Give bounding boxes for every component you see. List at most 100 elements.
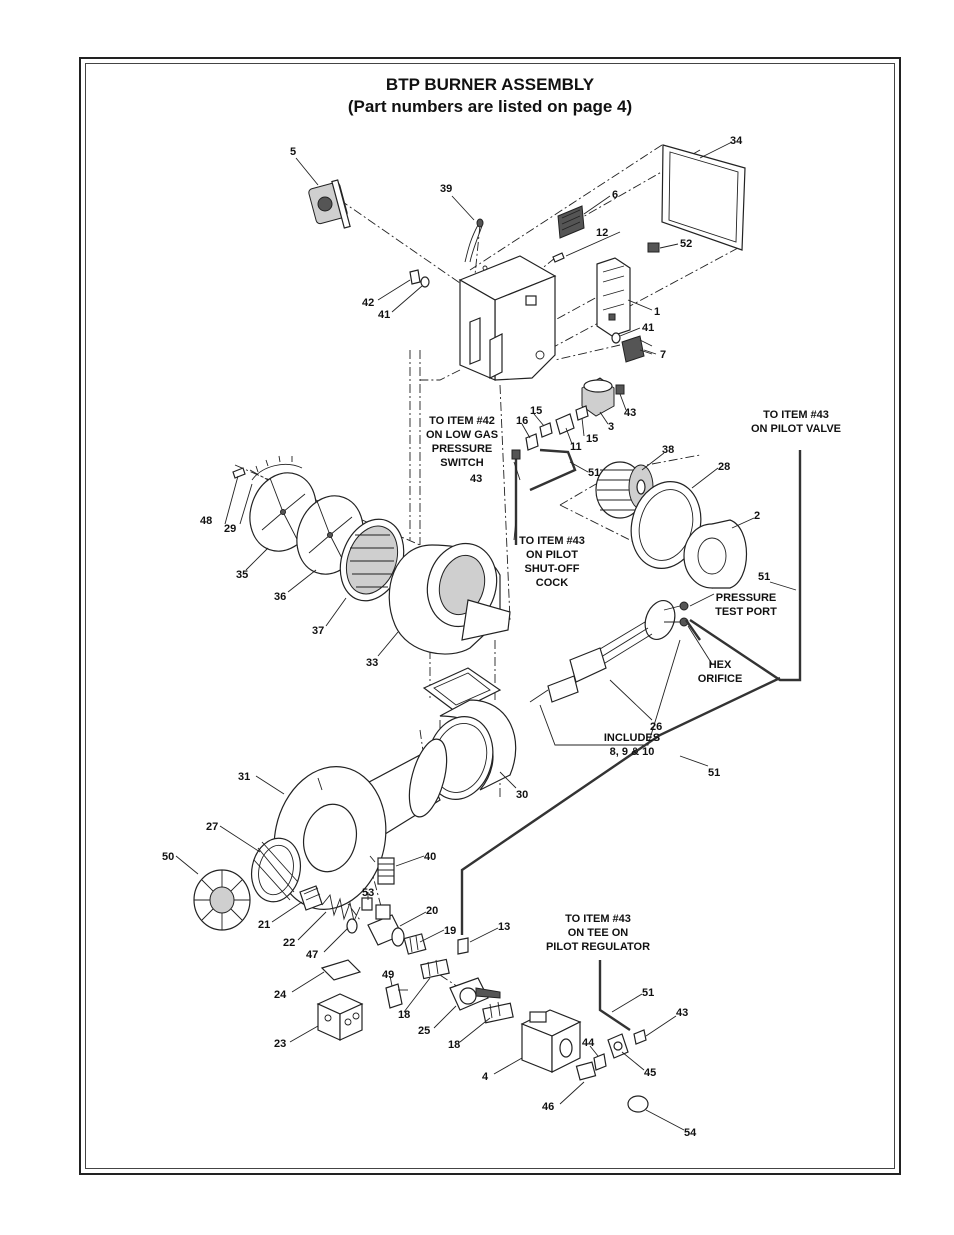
- svg-text:TO ITEM #43: TO ITEM #43: [519, 535, 585, 547]
- svg-text:COCK: COCK: [536, 577, 568, 589]
- part-18-nipple-b: [482, 1001, 514, 1024]
- callout-19: 19: [444, 925, 456, 937]
- callout-52: 52: [680, 238, 692, 250]
- part-31-blast-tube: [273, 738, 448, 910]
- part-12-screw: [552, 252, 565, 263]
- callout-51-right: 51: [758, 571, 770, 583]
- callout-4: 4: [482, 1071, 489, 1083]
- part-34-access-panel: [661, 144, 746, 251]
- callout-18-right: 18: [448, 1039, 460, 1051]
- callout-21: 21: [258, 919, 270, 931]
- callout-22: 22: [283, 937, 295, 949]
- part-21-nozzle: [299, 885, 323, 911]
- part-5-air-switch: [308, 179, 351, 229]
- part-50-flame-head: [193, 869, 251, 931]
- housing-flange-gasket: [422, 667, 502, 713]
- callout-3: 3: [608, 421, 614, 433]
- note-hex-orifice: HEX ORIFICE: [698, 659, 743, 685]
- callout-25: 25: [418, 1025, 430, 1037]
- part-27-retention-ring: [250, 837, 302, 903]
- part-54-cap: [627, 1095, 649, 1113]
- title-line-1: BTP BURNER ASSEMBLY: [385, 75, 595, 94]
- callout-37: 37: [312, 625, 324, 637]
- part-11-tee: [555, 413, 575, 435]
- pilot-bracket-lines: [539, 639, 681, 746]
- callout-5: 5: [290, 146, 296, 158]
- part-1-transformer: [596, 257, 631, 337]
- callout-18-left: 18: [398, 1009, 410, 1021]
- part-22-spring: [321, 893, 361, 923]
- callout-50: 50: [162, 851, 174, 863]
- callout-49: 49: [382, 969, 394, 981]
- part-40-nipple: [377, 857, 395, 885]
- svg-text:ON PILOT: ON PILOT: [526, 549, 578, 561]
- note-pilot-regulator: TO ITEM #43 ON TEE ON PILOT REGULATOR: [546, 913, 650, 953]
- callout-40: 40: [424, 851, 436, 863]
- callout-41-upper: 41: [378, 309, 390, 321]
- callout-51-lower: 51: [642, 987, 654, 999]
- part-33-blower-housing: [388, 542, 511, 655]
- callout-7: 7: [660, 349, 666, 361]
- svg-text:TO ITEM #42: TO ITEM #42: [429, 415, 495, 427]
- callout-51-upper: 51: [588, 467, 600, 479]
- callout-47: 47: [306, 949, 318, 961]
- control-box: [458, 255, 557, 381]
- part-45-pilot-regulator: [607, 1033, 629, 1059]
- part-15-fitting-b: [575, 405, 589, 421]
- outer-border: [79, 57, 901, 1175]
- svg-text:PRESSURE: PRESSURE: [716, 592, 777, 604]
- callout-27: 27: [206, 821, 218, 833]
- callout-31: 31: [238, 771, 250, 783]
- part-29-dial: [251, 455, 303, 481]
- part-4-main-gas-valve: [520, 1009, 582, 1073]
- part-53-plug: [361, 897, 373, 911]
- svg-text:INCLUDES: INCLUDES: [604, 732, 660, 744]
- part-37-inlet-screen: [339, 518, 405, 602]
- svg-text:SWITCH: SWITCH: [440, 457, 483, 469]
- note-low-gas-switch: TO ITEM #42 ON LOW GAS PRESSURE SWITCH: [426, 415, 498, 469]
- svg-text:ON LOW GAS: ON LOW GAS: [426, 429, 498, 441]
- svg-text:ON PILOT VALVE: ON PILOT VALVE: [751, 423, 841, 435]
- part-38-blower-wheel: [595, 461, 654, 519]
- callout-24: 24: [274, 989, 287, 1001]
- svg-text:8, 9 & 10: 8, 9 & 10: [610, 746, 655, 758]
- callout-45: 45: [644, 1067, 656, 1079]
- callout-1: 1: [654, 306, 660, 318]
- part-16-fitting: [525, 433, 539, 451]
- part-46-bushing: [575, 1061, 597, 1081]
- callout-43-lower: 43: [676, 1007, 688, 1019]
- callout-43-valve: 43: [624, 407, 636, 419]
- part-19-nipple: [403, 933, 427, 955]
- callout-46: 46: [542, 1101, 554, 1113]
- callout-28: 28: [718, 461, 730, 473]
- part-25-ball-valve: [449, 977, 501, 1011]
- callout-15-left: 15: [530, 405, 542, 417]
- part-39-wire: [464, 218, 484, 263]
- part-18-nipple-a: [420, 958, 450, 980]
- part-42-nut: [409, 269, 421, 285]
- callout-39: 39: [440, 183, 452, 195]
- callout-12: 12: [596, 227, 608, 239]
- part-43-fitting-lower: [633, 1029, 647, 1045]
- svg-text:ON TEE ON: ON TEE ON: [568, 927, 629, 939]
- part-2-motor: [683, 519, 748, 589]
- svg-text:SHUT-OFF: SHUT-OFF: [525, 563, 580, 575]
- part-52-plug: [647, 242, 660, 253]
- callout-6: 6: [612, 189, 618, 201]
- callout-53: 53: [362, 887, 374, 899]
- callout-43-16: 43: [470, 473, 482, 485]
- part-24-cover-plate: [320, 959, 362, 981]
- callout-38: 38: [662, 444, 674, 456]
- callout-33: 33: [366, 657, 378, 669]
- part-6-relay: [557, 205, 585, 239]
- note-includes: INCLUDES 8, 9 & 10: [604, 732, 660, 758]
- callout-16: 16: [516, 415, 528, 427]
- part-26-pilot-assembly: [529, 600, 689, 703]
- svg-text:TEST PORT: TEST PORT: [715, 606, 777, 618]
- title-line-2: (Part numbers are listed on page 4): [347, 97, 633, 116]
- callout-labels: 5 34 39 6 12 52 42 41 1 41 7 43 15 16 11…: [162, 135, 770, 1139]
- part-47-washer: [346, 918, 358, 934]
- svg-text:TO ITEM #43: TO ITEM #43: [565, 913, 631, 925]
- callout-30: 30: [516, 789, 528, 801]
- svg-text:HEX: HEX: [709, 659, 732, 671]
